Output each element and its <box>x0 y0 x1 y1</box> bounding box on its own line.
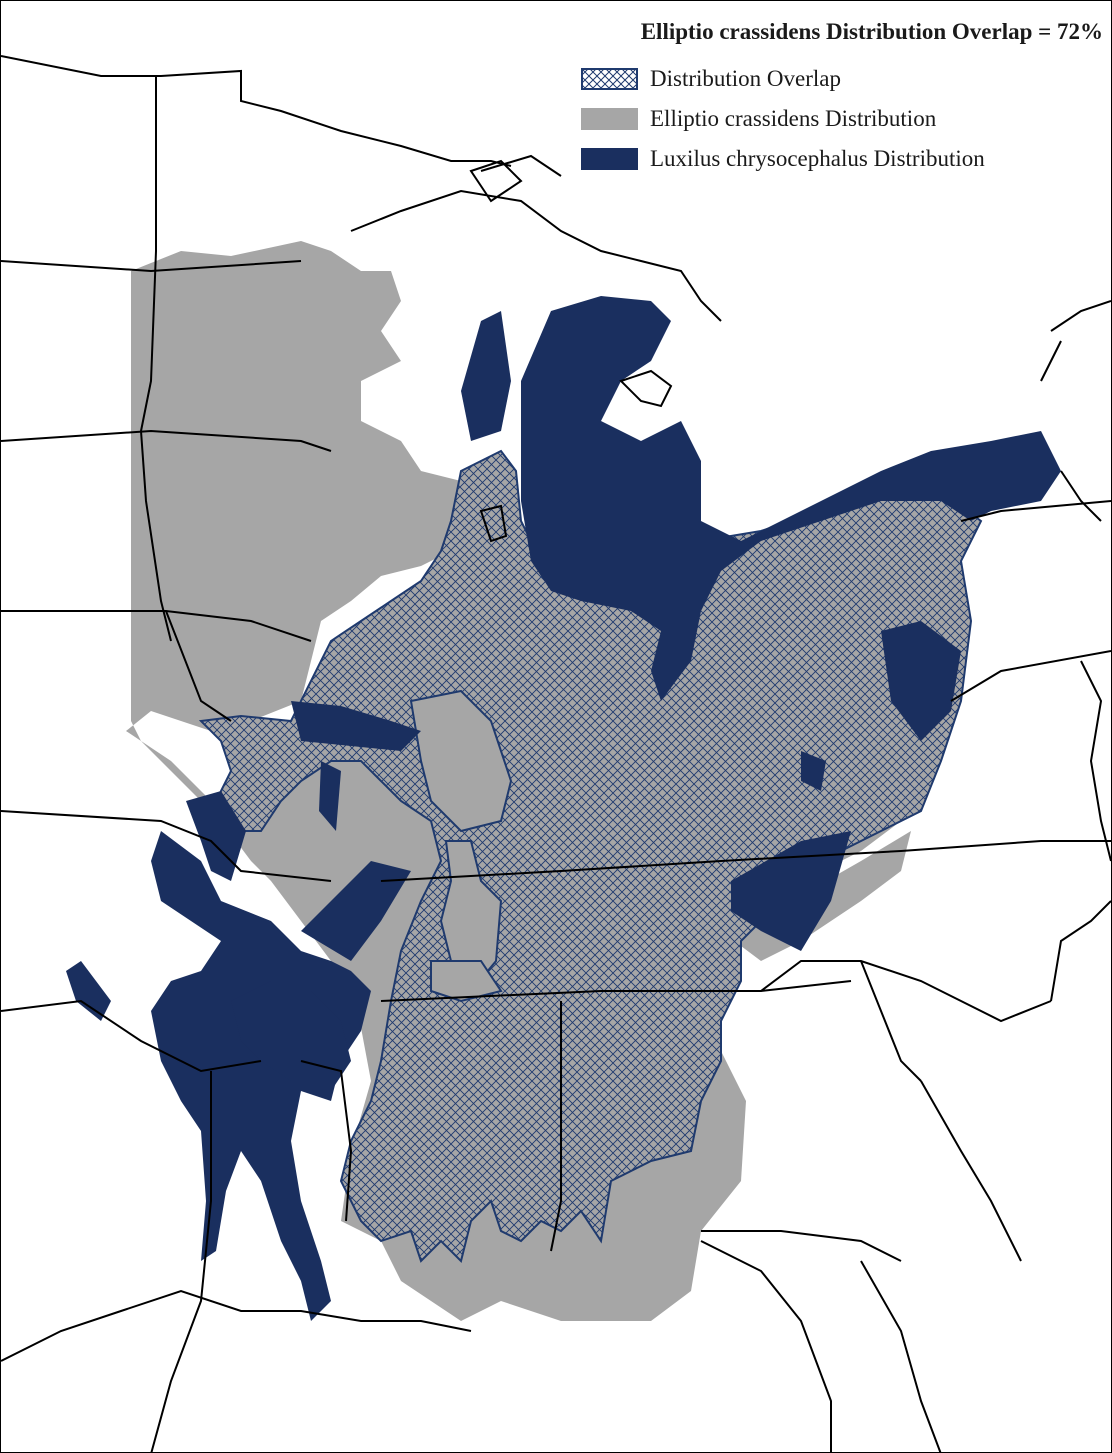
legend-item-luxilus: Luxilus chrysocephalus Distribution <box>581 139 1103 179</box>
gray-swatch-icon <box>581 108 638 130</box>
legend-label-elliptio: Elliptio crassidens Distribution <box>650 106 937 131</box>
crosshatch-swatch-icon <box>581 68 638 90</box>
legend-item-overlap: Distribution Overlap <box>581 59 1103 99</box>
navy-swatch-icon <box>581 148 638 170</box>
legend-label-overlap: Distribution Overlap <box>650 66 841 91</box>
legend-item-elliptio: Elliptio crassidens Distribution <box>581 99 1103 139</box>
distribution-overlap <box>198 449 983 1263</box>
map-legend: Elliptio crassidens Distribution Overlap… <box>533 19 1103 179</box>
map-title: Elliptio crassidens Distribution Overlap… <box>640 19 1103 44</box>
legend-label-luxilus: Luxilus chrysocephalus Distribution <box>650 146 985 171</box>
luxilus-chrysocephalus-distribution <box>66 296 1061 1321</box>
great-lakes <box>469 154 673 543</box>
state-boundaries <box>1 55 1111 1452</box>
